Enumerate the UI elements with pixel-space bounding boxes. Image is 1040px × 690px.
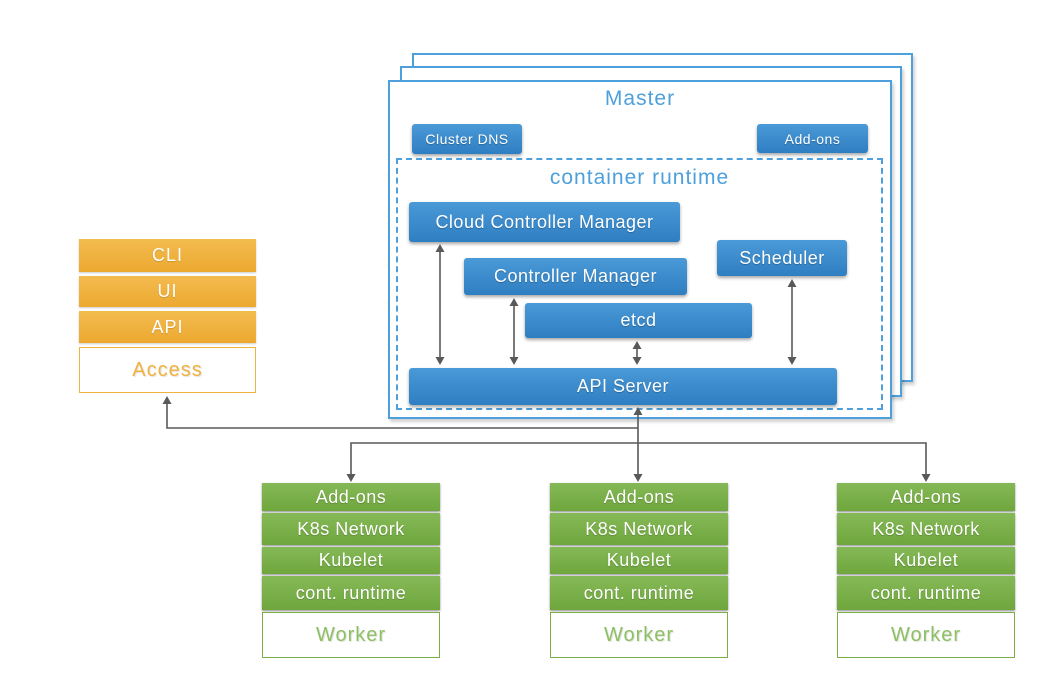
access-api-bar: API [79,311,256,343]
worker-cont-runtime-bar: cont. runtime [837,576,1015,610]
worker-kubelet-bar: Kubelet [837,547,1015,574]
container-runtime-title: container runtime [549,166,730,189]
worker-label: Worker [550,612,728,658]
worker-cont-runtime-bar: cont. runtime [550,576,728,610]
worker-kubelet-bar: Kubelet [550,547,728,574]
worker-cont-runtime-bar: cont. runtime [262,576,440,610]
api-server-box: API Server [409,368,837,405]
worker-label: Worker [262,612,440,658]
worker-k8s-network-bar: K8s Network [837,513,1015,545]
worker-node-1: Add-ons K8s Network Kubelet cont. runtim… [262,483,440,658]
master-addons-box: Add-ons [757,124,868,153]
worker-node-2: Add-ons K8s Network Kubelet cont. runtim… [550,483,728,658]
access-label: Access [79,347,256,393]
cluster-dns-box: Cluster DNS [412,124,522,154]
worker-node-3: Add-ons K8s Network Kubelet cont. runtim… [837,483,1015,658]
worker-addons-bar: Add-ons [837,483,1015,511]
controller-manager-box: Controller Manager [464,258,687,295]
cloud-controller-manager-box: Cloud Controller Manager [409,202,680,242]
scheduler-box: Scheduler [717,240,847,276]
master-title: Master [604,87,676,110]
worker-label: Worker [837,612,1015,658]
worker-addons-bar: Add-ons [550,483,728,511]
worker-k8s-network-bar: K8s Network [550,513,728,545]
worker-kubelet-bar: Kubelet [262,547,440,574]
access-stack: CLI UI API Access [79,239,256,393]
worker-addons-bar: Add-ons [262,483,440,511]
etcd-box: etcd [525,303,752,338]
connector-api-server-workers [346,442,931,482]
worker-k8s-network-bar: K8s Network [262,513,440,545]
access-ui-bar: UI [79,276,256,307]
access-cli-bar: CLI [79,239,256,272]
